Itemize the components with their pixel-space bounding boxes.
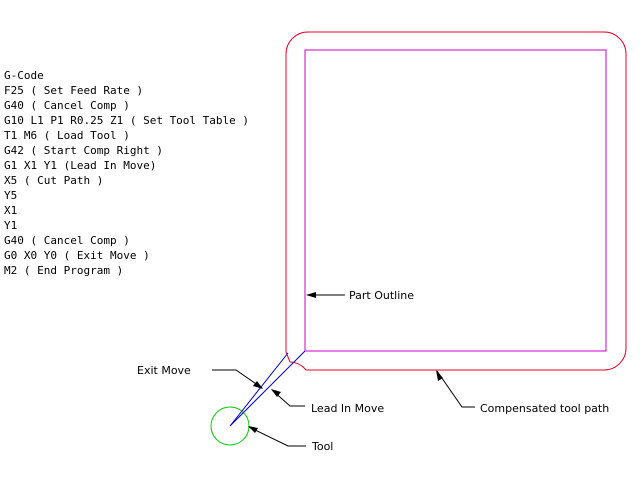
gcode-line: X5 ( Cut Path ) (4, 174, 103, 187)
lead-in-move-callout: Lead In Move (271, 389, 384, 415)
arrowhead-icon (248, 426, 258, 433)
gcode-line: G0 X0 Y0 ( Exit Move ) (4, 249, 150, 262)
gcode-line: G40 ( Cancel Comp ) (4, 234, 130, 247)
lead-in-move-label: Lead In Move (311, 402, 384, 415)
exit-move-line (229, 352, 289, 427)
arrowhead-icon (271, 389, 281, 397)
gcode-line: G42 ( Start Comp Right ) (4, 144, 163, 157)
arrowhead-icon (253, 381, 263, 389)
lead-in-move-line (229, 350, 306, 427)
gcode-line: G1 X1 Y1 (Lead In Move) (4, 159, 156, 172)
tool-circle (210, 406, 250, 446)
gcode-line: T1 M6 ( Load Tool ) (4, 129, 130, 142)
gcode-line: Y5 (4, 189, 17, 202)
gcode-line: G40 ( Cancel Comp ) (4, 99, 130, 112)
compensated-path-label: Compensated tool path (480, 402, 609, 415)
compensated-tool-path (285, 31, 627, 371)
part-outline-callout: Part Outline (306, 289, 414, 302)
gcode-line: G10 L1 P1 R0.25 Z1 ( Set Tool Table ) (4, 114, 249, 127)
leader-line (212, 369, 263, 389)
arrowhead-icon (306, 292, 316, 298)
gcode-line: Y1 (4, 219, 17, 232)
leader-line (436, 370, 475, 408)
tool-callout: Tool (248, 426, 333, 453)
tool-label: Tool (311, 440, 333, 453)
gcode-line: X1 (4, 204, 17, 217)
exit-move-callout: Exit Move (137, 364, 263, 389)
gcode-line: G-Code (4, 69, 44, 82)
gcode-line: M2 ( End Program ) (4, 264, 123, 277)
exit-move-label: Exit Move (137, 364, 191, 377)
gcode-listing: G-Code F25 ( Set Feed Rate ) G40 ( Cance… (4, 69, 249, 277)
part-outline (304, 49, 607, 352)
gcode-line: F25 ( Set Feed Rate ) (4, 84, 143, 97)
compensated-path-callout: Compensated tool path (436, 370, 609, 415)
leader-line (248, 426, 306, 447)
arrowhead-icon (436, 370, 443, 381)
part-outline-label: Part Outline (349, 289, 414, 302)
